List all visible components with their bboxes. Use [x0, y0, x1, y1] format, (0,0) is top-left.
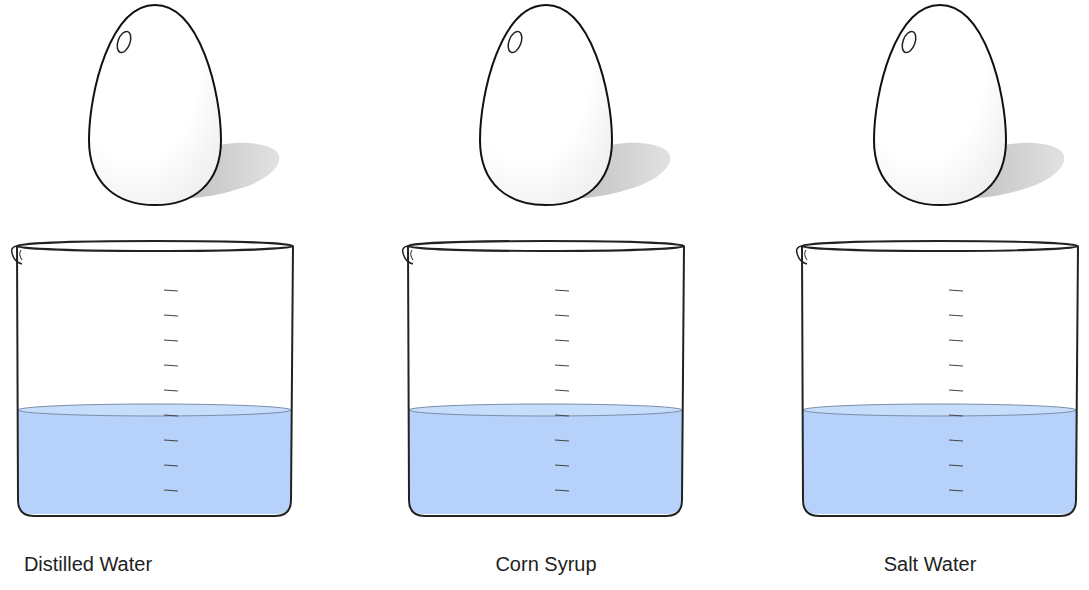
beaker-label: Corn Syrup — [495, 552, 596, 576]
beaker — [12, 241, 293, 516]
beaker-label: Distilled Water — [24, 552, 152, 576]
egg — [89, 5, 279, 205]
egg — [480, 5, 670, 205]
beaker-label: Salt Water — [884, 552, 977, 576]
beaker — [797, 241, 1078, 516]
egg — [874, 5, 1064, 205]
beaker — [403, 241, 684, 516]
